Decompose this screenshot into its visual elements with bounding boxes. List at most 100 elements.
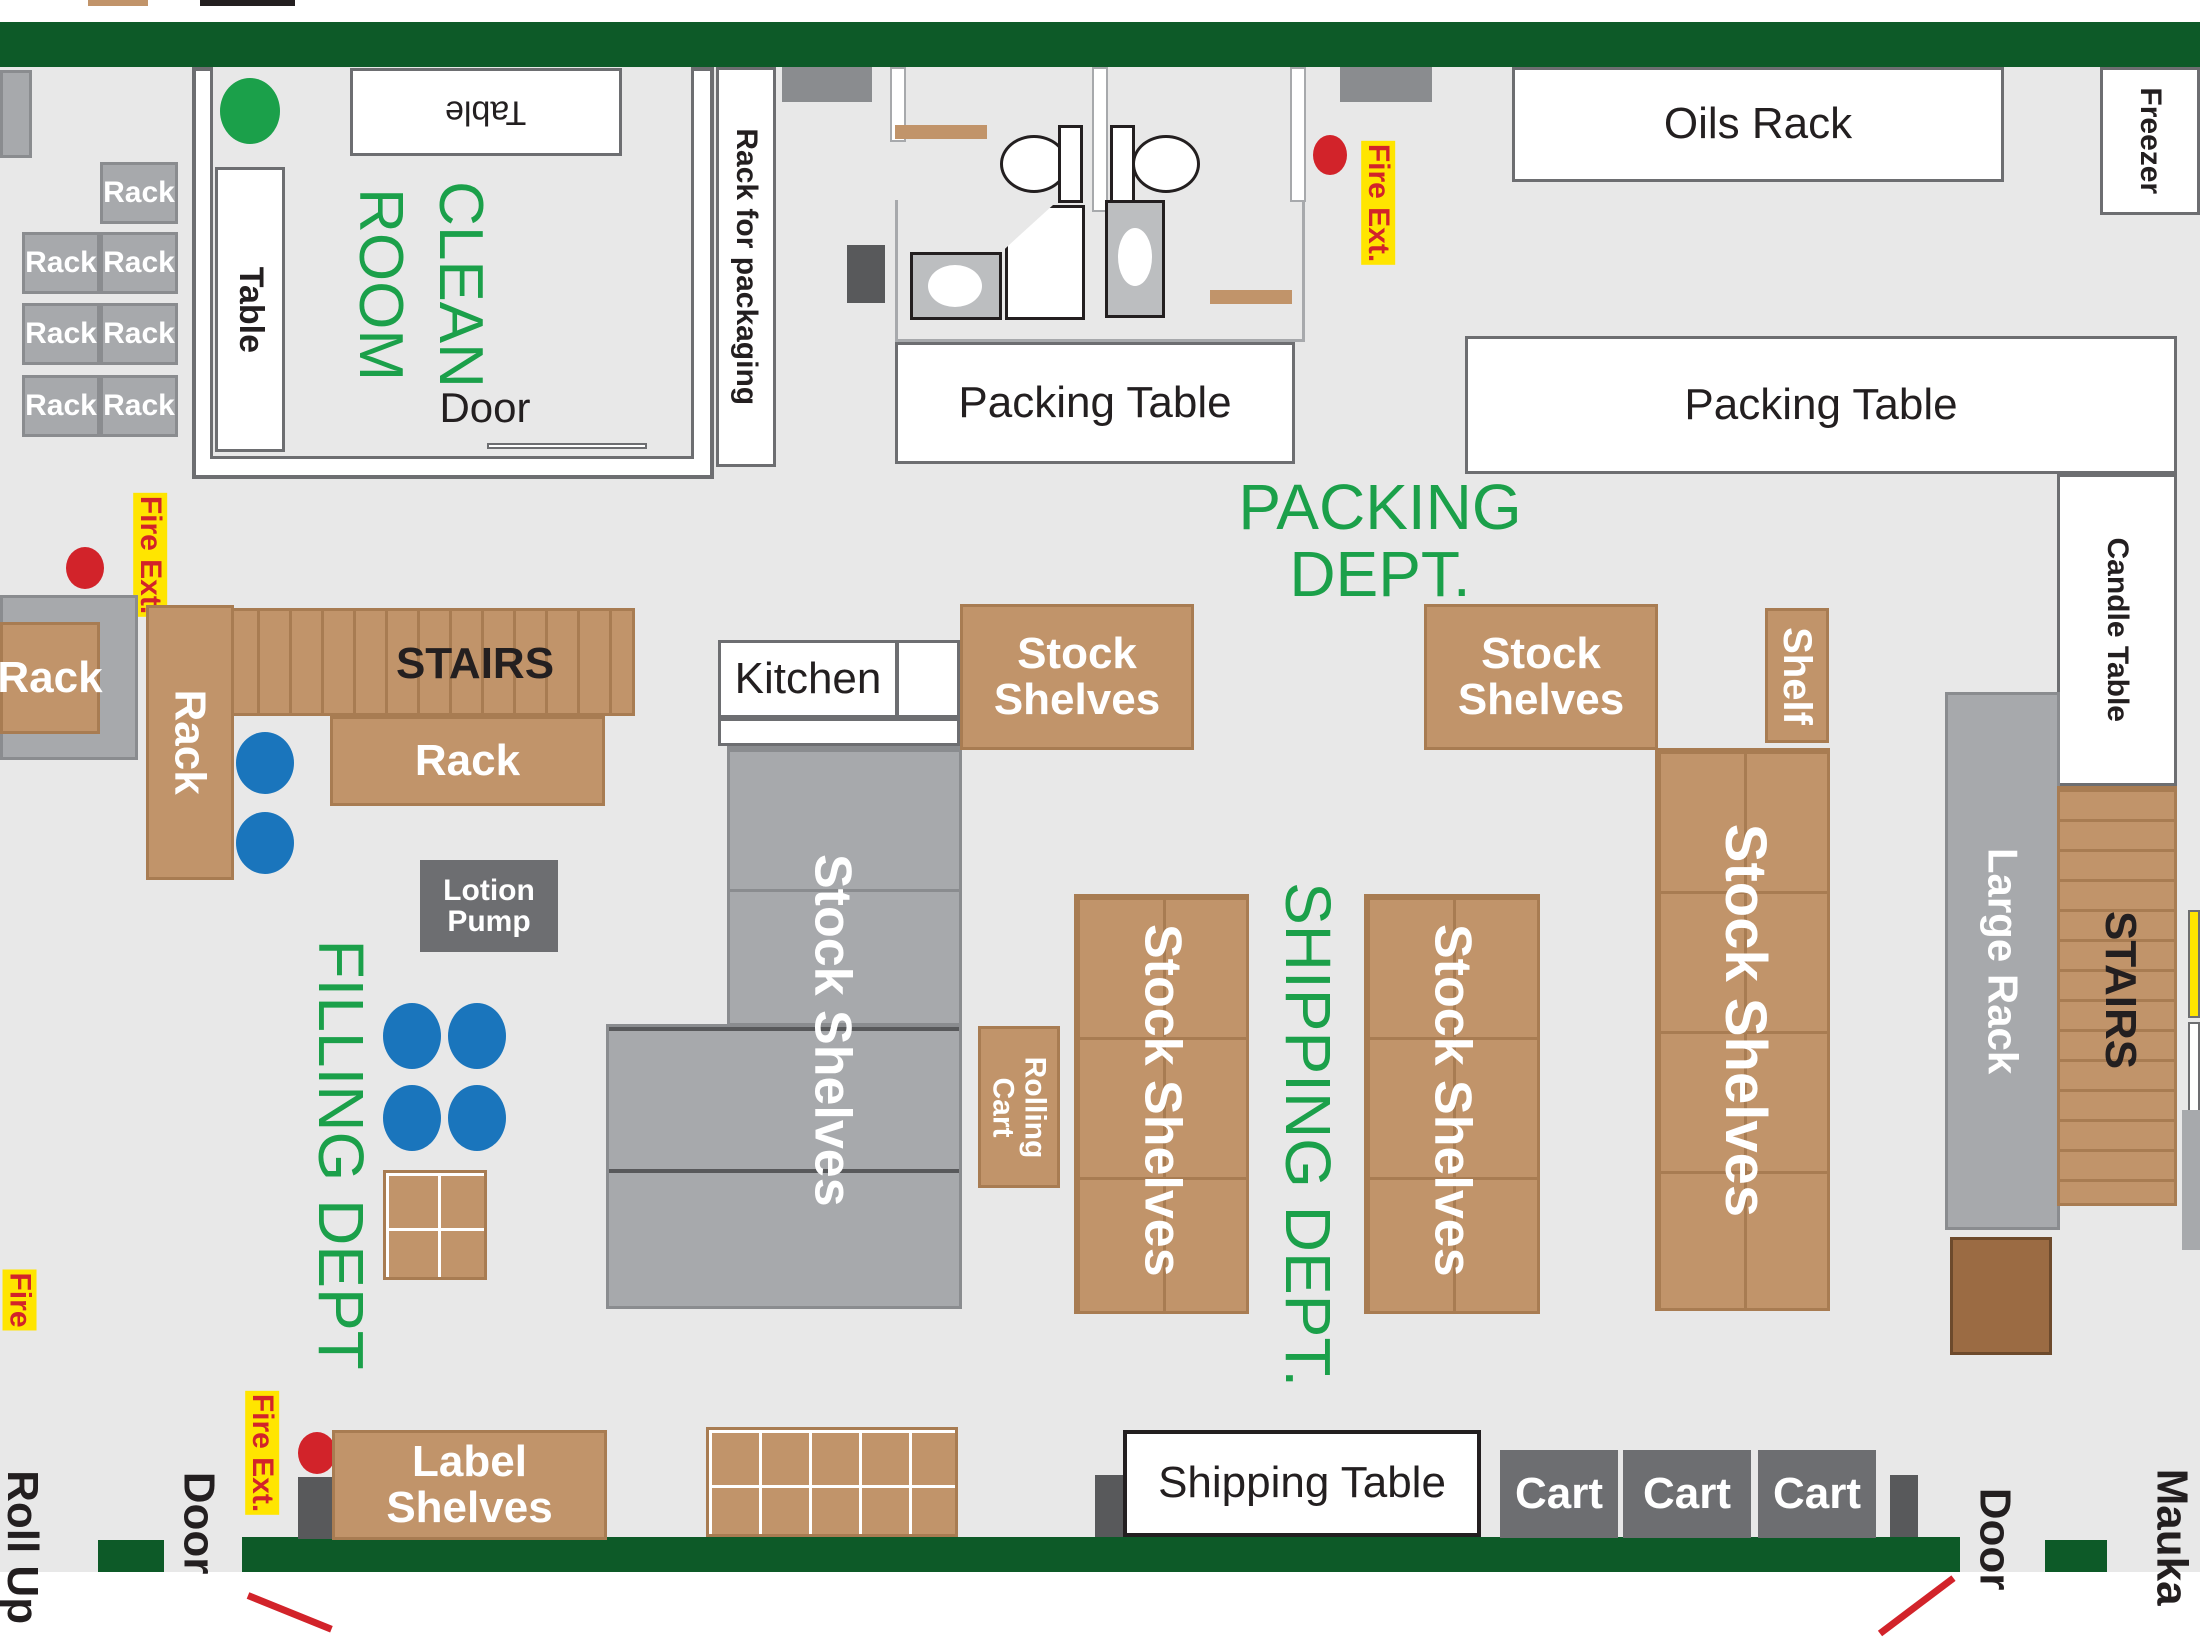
table-label: Table: [445, 93, 527, 132]
rack-vertical-left: Rack: [146, 605, 234, 880]
top-marker-black: [200, 0, 295, 6]
cart-2: Cart: [1623, 1450, 1751, 1538]
fire-ext-top-label: Fire Ext.: [1352, 130, 1404, 275]
toilet-right-icon: [1132, 135, 1200, 193]
restroom-door-left: [895, 125, 987, 139]
clean-room-table-top: Table: [350, 68, 622, 156]
rack-small-1a: Rack: [22, 232, 100, 294]
stairs-right-label: STAIRS: [2096, 910, 2146, 1070]
restroom-wall-left: [890, 67, 906, 142]
candle-table: Candle Table: [2057, 474, 2177, 786]
bottom-wall-main: [242, 1537, 1960, 1572]
stock-shelves-right-label: Stock Shelves: [1713, 823, 1779, 1217]
toilet-left-tank: [1058, 125, 1083, 203]
top-marker-brown: [88, 0, 148, 6]
gray-stock-shelves-upper: [727, 746, 962, 1026]
sink-left-basin: [928, 265, 982, 307]
fire-ext-left-label: Fire Ext.: [110, 492, 190, 618]
clean-room-label-line1: CLEAN: [425, 181, 495, 389]
filling-drum-icon: [383, 1085, 441, 1151]
fire-ext-bottom-label: Fire Ext.: [224, 1390, 300, 1516]
packing-table-left: Packing Table: [895, 342, 1295, 464]
mauka-label: Mauka: [2147, 1468, 2197, 1606]
clean-room-table-side: Table: [215, 167, 285, 452]
stock-shelves-center-right: [1364, 894, 1540, 1314]
filling-drum-icon: [236, 732, 294, 794]
stock-shelves-center-left-label: Stock Shelves: [1133, 923, 1192, 1277]
filling-drum-icon: [383, 1003, 441, 1069]
stock-shelves-center-right-label: Stock Shelves: [1423, 923, 1482, 1277]
fire-extinguisher-bottom-icon: [298, 1432, 336, 1474]
door-post-mid: [1095, 1475, 1123, 1537]
restroom-wall-mid: [1092, 67, 1108, 212]
lotion-pump: Lotion Pump: [420, 860, 558, 952]
restroom-trash: [847, 245, 885, 303]
packing-table-right: Packing Table: [1465, 336, 2177, 474]
door-right-label: Door: [1970, 1487, 2020, 1591]
large-rack: Large Rack: [1945, 692, 2060, 1230]
stairs-left-label: STAIRS: [395, 638, 555, 688]
stock-shelves-center-left: [1074, 894, 1249, 1314]
cart-1: Cart: [1500, 1450, 1618, 1538]
door-post-left: [298, 1477, 332, 1539]
right-edge-gray: [2182, 1110, 2200, 1250]
clean-room-marker: [220, 78, 280, 144]
filling-drum-icon: [448, 1085, 506, 1151]
stock-shelves-right: [1655, 748, 1830, 1311]
table-label: Table: [231, 266, 270, 353]
top-wall: [0, 22, 2200, 67]
filling-drum-icon: [448, 1003, 506, 1069]
filling-dept-label: FILLING DEPT: [304, 939, 377, 1371]
cart-3: Cart: [1758, 1450, 1876, 1538]
door-left-label: Door: [174, 1471, 224, 1575]
kitchen-counter: [896, 640, 960, 718]
restroom-wall-right: [1290, 67, 1306, 202]
fire-extinguisher-left-icon: [66, 547, 104, 589]
stairs-right: [2057, 786, 2177, 1206]
packing-dept-label: PACKING DEPT.: [1238, 470, 1522, 610]
freezer: Freezer: [2100, 67, 2200, 215]
roll-up-door-label: Roll Up: [0, 1470, 48, 1624]
gray-stock-shelves-label: Stock Shelves: [803, 853, 862, 1207]
kitchen: Kitchen: [718, 640, 898, 718]
gray-stock-shelves-lower: [606, 1024, 962, 1309]
clean-room-door: [487, 443, 647, 449]
toilet-left-icon: [1000, 135, 1068, 193]
top-strip: [0, 0, 2200, 22]
fire-extinguisher-top-icon: [1313, 135, 1347, 175]
bottom-wall-left: [98, 1540, 164, 1572]
stock-shelves-top-right: Stock Shelves: [1424, 604, 1658, 750]
rack-under-stairs: Rack: [330, 716, 605, 806]
right-edge-yellow: [2188, 910, 2200, 1018]
rack-small-2b: Rack: [100, 303, 178, 365]
rack-left-mid: Rack: [0, 622, 103, 734]
door-post-right: [1890, 1475, 1918, 1537]
bottom-wall-right: [2045, 1540, 2107, 1572]
shipping-dept-label: SHIPPING DEPT.: [1271, 882, 1344, 1388]
rolling-cart: Rolling Cart: [978, 1026, 1060, 1188]
restroom-fixture-gray-1: [782, 67, 872, 102]
sink-right-basin: [1118, 228, 1152, 286]
right-edge-white: [2188, 1022, 2200, 1112]
bottom-strip: [0, 1572, 2200, 1650]
rack-small-2a: Rack: [22, 303, 100, 365]
rack-for-packaging: Rack for packaging: [716, 67, 776, 467]
box-stack-bottom: [706, 1427, 958, 1537]
stairs-left: [190, 608, 635, 716]
restroom-fixture-gray-2: [1340, 67, 1432, 102]
restroom-door-right: [1210, 290, 1292, 304]
rack-small-3b: Rack: [100, 375, 178, 437]
box-stack-filling: [383, 1170, 487, 1280]
fire-left-bottom-label: Fire: [0, 1265, 40, 1335]
filling-drum-icon: [236, 812, 294, 874]
left-rack-fragment: [0, 70, 32, 158]
rack-small-1b: Rack: [100, 232, 178, 294]
toilet-right-tank: [1110, 125, 1135, 203]
clean-room-label-line2: ROOM: [345, 188, 415, 382]
restroom-enclosure: [895, 200, 1305, 342]
shipping-table: Shipping Table: [1123, 1430, 1481, 1537]
kitchen-base: [718, 718, 960, 746]
oils-rack: Oils Rack: [1512, 67, 2004, 182]
large-rack-base: [1950, 1237, 2052, 1355]
